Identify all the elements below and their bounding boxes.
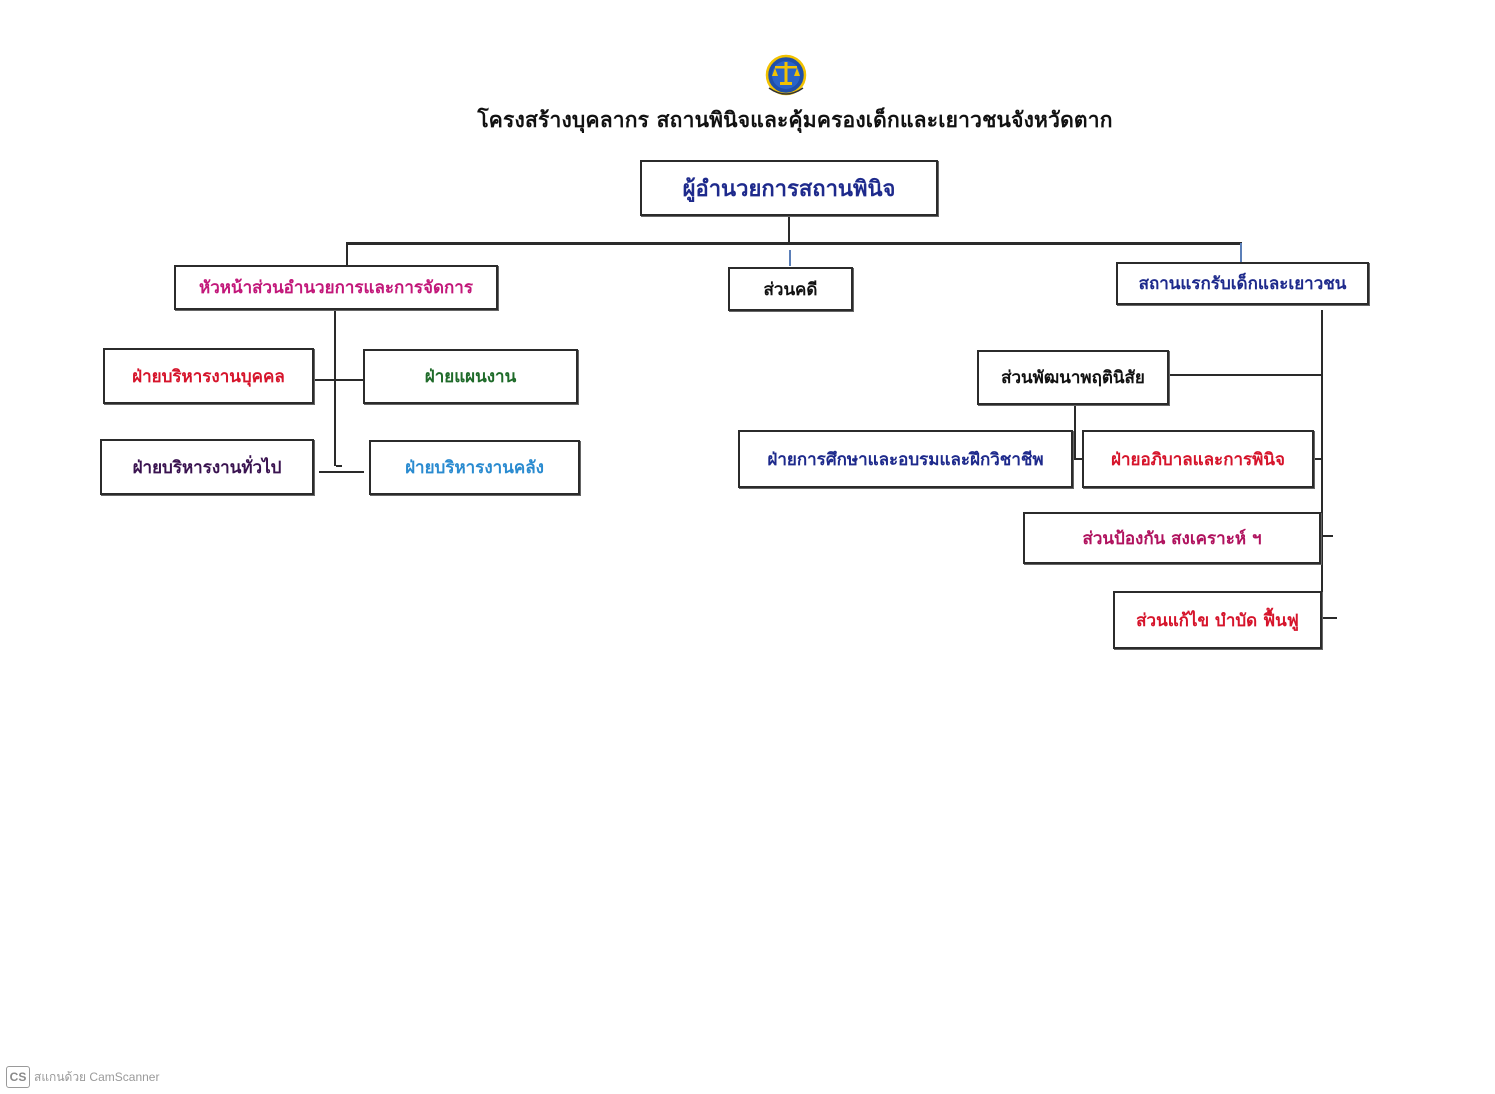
connector-behavior-right xyxy=(1168,374,1322,376)
node-prevention: ส่วนป้องกัน สงเคราะห์ ฯ xyxy=(1023,512,1321,564)
connector-top-horizontal xyxy=(346,242,1242,245)
node-admin-head: หัวหน้าส่วนอำนวยการและการจัดการ xyxy=(174,265,498,310)
node-reception-label: สถานแรกรับเด็กและเยาวชน xyxy=(1138,274,1347,294)
node-finance: ฝ่ายบริหารงานคลัง xyxy=(369,440,580,495)
node-remedy: ส่วนแก้ไข บำบัด ฟื้นฟู xyxy=(1113,591,1322,649)
emblem-logo xyxy=(765,54,807,96)
connector-admin-head-up xyxy=(346,243,348,266)
node-behavior: ส่วนพัฒนาพฤตินิสัย xyxy=(977,350,1169,405)
node-prevention-label: ส่วนป้องกัน สงเคราะห์ ฯ xyxy=(1082,528,1262,549)
connector-custody-right xyxy=(1313,458,1322,460)
connector-personnel-planning xyxy=(313,379,363,381)
connector-reception-vertical xyxy=(1321,310,1323,620)
node-general: ฝ่ายบริหารงานทั่วไป xyxy=(100,439,314,495)
camscanner-badge: CS xyxy=(6,1066,30,1088)
node-case: ส่วนคดี xyxy=(728,267,853,311)
connector-admin-vertical xyxy=(334,308,336,466)
connector-remedy-right xyxy=(1320,617,1337,619)
node-planning-label: ฝ่ายแผนงาน xyxy=(424,367,517,387)
connector-behavior-down xyxy=(1074,403,1076,459)
node-education-label: ฝ่ายการศึกษาและอบรมและฝึกวิชาชีพ xyxy=(767,449,1044,470)
connector-education-custody xyxy=(1071,458,1083,460)
node-general-label: ฝ่ายบริหารงานทั่วไป xyxy=(132,457,282,478)
node-finance-label: ฝ่ายบริหารงานคลัง xyxy=(405,458,544,478)
node-education: ฝ่ายการศึกษาและอบรมและฝึกวิชาชีพ xyxy=(738,430,1073,488)
connector-reception-up xyxy=(1240,243,1242,263)
node-behavior-label: ส่วนพัฒนาพฤตินิสัย xyxy=(1001,368,1145,388)
node-custody: ฝ่ายอภิบาลและการพินิจ xyxy=(1082,430,1314,488)
node-director: ผู้อำนวยการสถานพินิจ xyxy=(640,160,938,216)
connector-admin-right-stub xyxy=(336,465,342,467)
camscanner-watermark: CS สแกนด้วย CamScanner xyxy=(6,1066,159,1088)
camscanner-text: สแกนด้วย CamScanner xyxy=(34,1069,160,1084)
connector-general-finance xyxy=(319,471,364,473)
node-director-label: ผู้อำนวยการสถานพินิจ xyxy=(682,176,896,202)
connector-director-down xyxy=(788,214,790,244)
node-reception: สถานแรกรับเด็กและเยาวชน xyxy=(1116,262,1369,305)
node-custody-label: ฝ่ายอภิบาลและการพินิจ xyxy=(1111,449,1285,470)
node-personnel-label: ฝ่ายบริหารงานบุคคล xyxy=(132,366,285,387)
node-planning: ฝ่ายแผนงาน xyxy=(363,349,578,404)
node-remedy-label: ส่วนแก้ไข บำบัด ฟื้นฟู xyxy=(1136,610,1299,631)
chart-title: โครงสร้างบุคลากร สถานพินิจและคุ้มครองเด็… xyxy=(477,108,1113,132)
node-case-label: ส่วนคดี xyxy=(763,279,818,300)
node-personnel: ฝ่ายบริหารงานบุคคล xyxy=(103,348,314,404)
connector-case-up xyxy=(789,250,791,266)
node-admin-head-label: หัวหน้าส่วนอำนวยการและการจัดการ xyxy=(199,278,473,298)
connector-prevention-right xyxy=(1319,535,1333,537)
